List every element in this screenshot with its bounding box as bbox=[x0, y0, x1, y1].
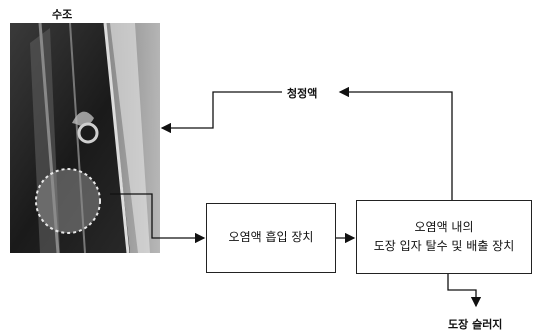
sludge-label: 도장 슬러지 bbox=[448, 318, 503, 331]
separation-device-line2: 도장 입자 탈수 및 배출 장치 bbox=[373, 239, 515, 253]
separation-device-line1: 오염액 내의 bbox=[414, 219, 474, 234]
tank-label: 수조 bbox=[52, 8, 73, 21]
sludge-arrow bbox=[447, 273, 482, 308]
return-flow-label: 청정액 bbox=[287, 87, 318, 100]
tank-photo bbox=[10, 23, 160, 253]
suction-device-text: 오염액 흡입 장치 bbox=[228, 230, 314, 245]
return-to-tank-arrow bbox=[160, 91, 282, 134]
tank-to-suction-arrow bbox=[110, 193, 206, 244]
return-arrow bbox=[338, 86, 453, 200]
suction-device-box: 오염액 흡입 장치 bbox=[206, 203, 336, 273]
separation-device-box: 오염액 내의 도장 입자 탈수 및 배출 장치 bbox=[356, 200, 532, 274]
